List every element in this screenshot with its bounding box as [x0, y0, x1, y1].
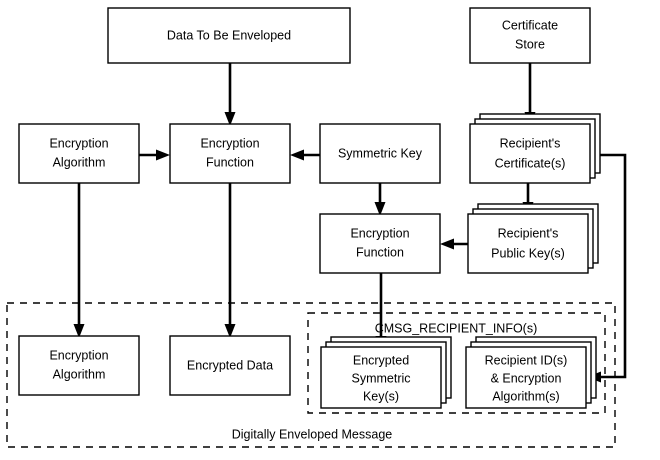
- node-recipient-id-stack: Recipient ID(s) & Encryption Algorithm(s…: [465, 336, 597, 409]
- group-digitally-enveloped-message-label: Digitally Enveloped Message: [232, 427, 393, 441]
- node-certificate-store: [469, 7, 591, 64]
- node-encrypted-symmetric-key-label-line3: Key(s): [363, 389, 399, 403]
- arrow-symmetric-key-to-function: [290, 149, 320, 161]
- node-recipients-public-key-label-line1: Recipient's: [498, 226, 559, 240]
- node-encryption-function-top-label-line2: Function: [206, 155, 254, 169]
- node-recipient-id-label-line1: Recipient ID(s): [485, 353, 568, 367]
- arrow-data-to-encryption-function: [224, 63, 236, 126]
- arrow-function-to-encrypted-data: [224, 183, 236, 338]
- node-certificate-store-label-line2: Store: [515, 37, 545, 51]
- node-recipients-public-key-stack: Recipient's Public Key(s): [467, 203, 599, 274]
- arrow-algorithm-to-algorithm-bottom: [73, 183, 85, 338]
- node-encrypted-symmetric-key-label-line1: Encrypted: [353, 353, 409, 367]
- node-symmetric-key-label: Symmetric Key: [338, 146, 423, 160]
- node-encryption-algorithm-top-label-line2: Algorithm: [53, 155, 106, 169]
- node-encryption-algorithm-top: [18, 123, 140, 184]
- node-symmetric-key: [319, 123, 441, 184]
- node-encrypted-symmetric-key-label-line2: Symmetric: [351, 371, 410, 385]
- node-encryption-function-mid: [319, 213, 441, 274]
- node-encryption-function-top: [169, 123, 291, 184]
- node-certificate-store-label-line1: Certificate: [502, 18, 558, 32]
- node-encrypted-symmetric-key-stack: Encrypted Symmetric Key(s): [320, 336, 452, 409]
- node-encrypted-data: [169, 335, 291, 396]
- node-recipient-id-label-line2: & Encryption: [491, 371, 562, 385]
- node-recipients-public-key-label-line2: Public Key(s): [491, 246, 565, 260]
- node-data-to-be-enveloped: [107, 7, 351, 64]
- arrow-publickey-to-function-mid: [440, 238, 468, 250]
- group-cmsg-recipient-info: [307, 312, 606, 414]
- node-recipient-id: [465, 346, 587, 409]
- node-recipients-public-key: [467, 213, 589, 274]
- node-encryption-algorithm-top-label-line1: Encryption: [49, 136, 108, 150]
- node-recipient-id-label-line3: Algorithm(s): [492, 389, 559, 403]
- node-recipients-certificate: [469, 123, 591, 184]
- node-recipients-certificate-stack: Recipient's Certificate(s): [469, 113, 601, 184]
- node-encryption-function-mid-label-line2: Function: [356, 245, 404, 259]
- arrow-symmetrickey-to-function-mid: [374, 183, 386, 216]
- node-recipients-certificate-label-line2: Certificate(s): [495, 156, 566, 170]
- node-encrypted-data-label: Encrypted Data: [187, 358, 273, 372]
- node-data-to-be-enveloped-label: Data To Be Enveloped: [167, 28, 291, 42]
- node-encryption-algorithm-bottom-label-line2: Algorithm: [53, 367, 106, 381]
- group-cmsg-recipient-info-label: CMSG_RECIPIENT_INFO(s): [375, 321, 538, 335]
- node-encryption-algorithm-bottom: [18, 335, 140, 396]
- node-encryption-function-mid-label-line1: Encryption: [350, 226, 409, 240]
- node-encryption-function-top-label-line1: Encryption: [200, 136, 259, 150]
- group-digitally-enveloped-message: [6, 302, 616, 448]
- node-encrypted-symmetric-key: [320, 346, 442, 409]
- node-recipients-certificate-label-line1: Recipient's: [500, 136, 561, 150]
- arrow-algorithm-to-function: [139, 149, 170, 161]
- node-encryption-algorithm-bottom-label-line1: Encryption: [49, 348, 108, 362]
